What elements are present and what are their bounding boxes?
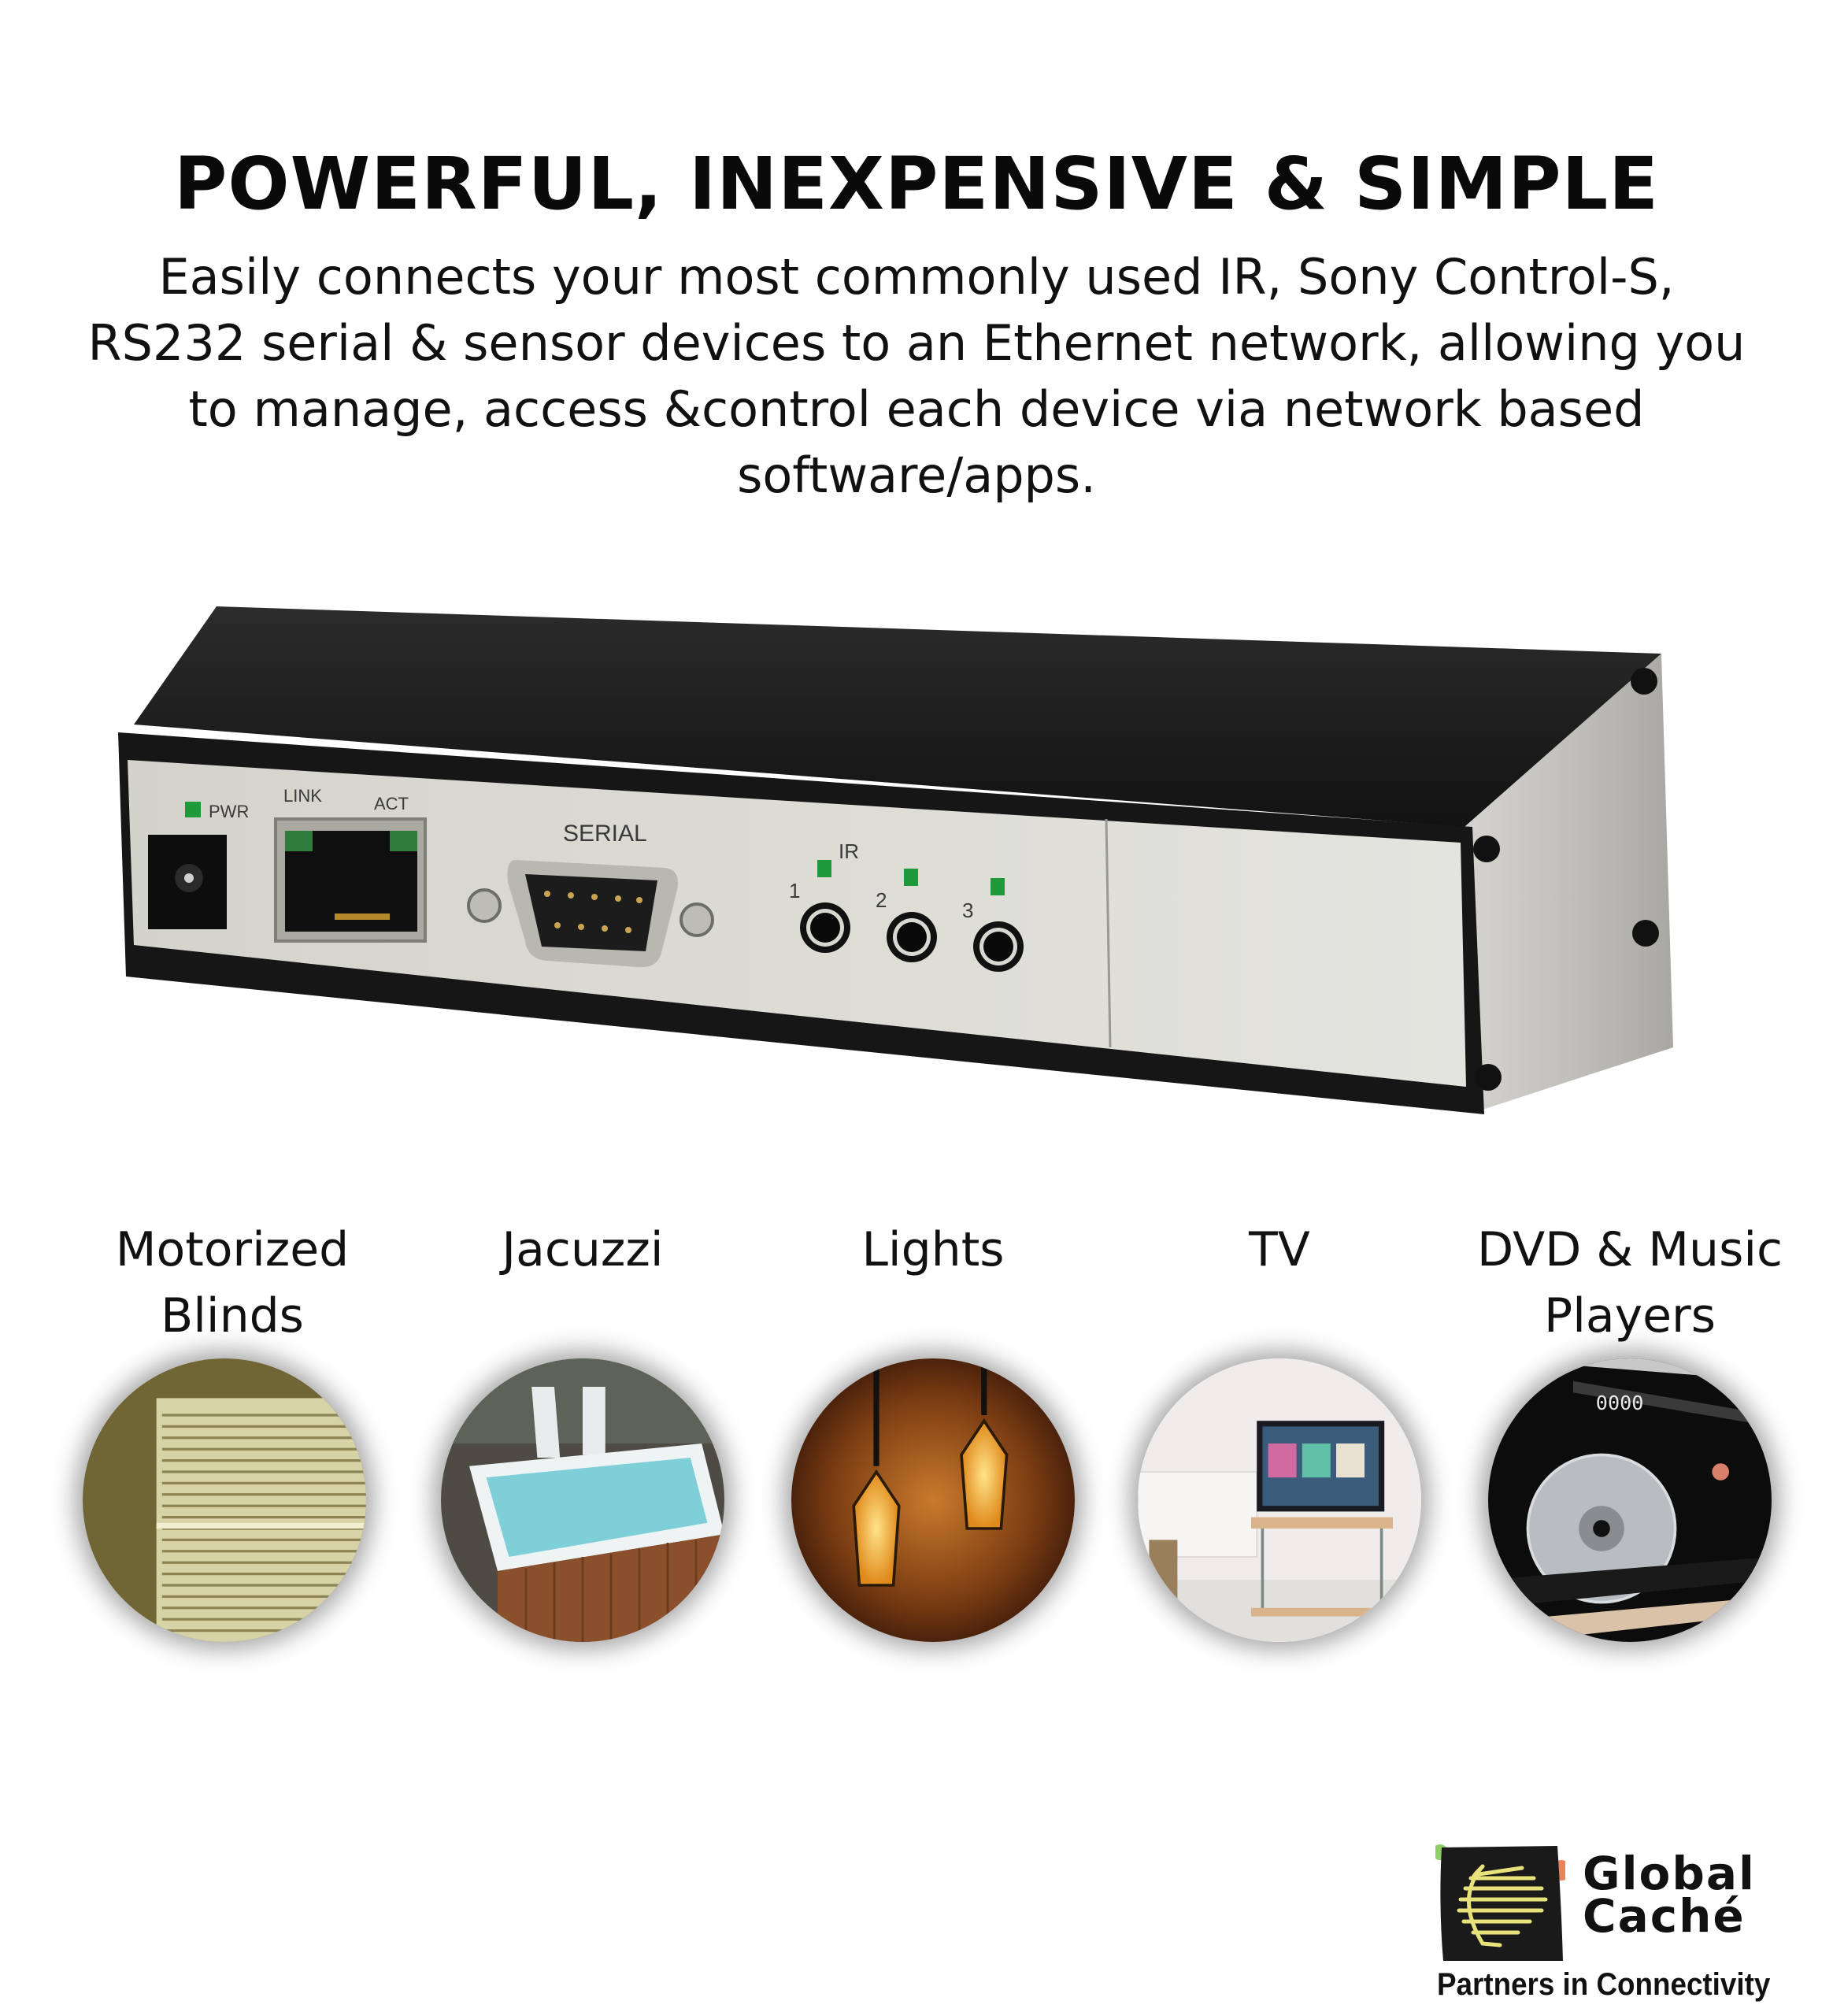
- category-label: Jacuzzi: [502, 1222, 664, 1277]
- category-label: TV: [1249, 1222, 1310, 1277]
- page-headline: POWERFUL, INEXPENSIVE & SIMPLE: [174, 142, 1659, 226]
- svg-text:PWR: PWR: [209, 802, 249, 821]
- category-label: Lights: [861, 1222, 1005, 1277]
- category-tv: TV: [1114, 1217, 1445, 1642]
- category-label: DVD & Music Players: [1476, 1222, 1783, 1343]
- living-room-tv-image: [1138, 1358, 1421, 1642]
- hot-tub-image: [441, 1358, 724, 1642]
- use-case-categories: Motorized Blinds Jacuz: [0, 1217, 1833, 1689]
- svg-text:ACT: ACT: [374, 794, 409, 813]
- disc-player-image: 0000: [1488, 1358, 1772, 1642]
- description-line: software/apps.: [737, 447, 1096, 504]
- globe-logo-icon: [1432, 1843, 1572, 1965]
- description-line: Easily connects your most commonly used …: [158, 248, 1675, 306]
- logo-tagline: Partners in Connectivity: [1437, 1967, 1771, 2002]
- svg-text:SERIAL: SERIAL: [563, 821, 647, 847]
- description-line: to manage, access &control each device v…: [188, 380, 1645, 438]
- svg-text:3: 3: [962, 899, 973, 922]
- category-dvd-music-players: DVD & Music Players 0000: [1465, 1217, 1795, 1642]
- category-motorized-blinds: Motorized Blinds: [67, 1217, 398, 1642]
- svg-text:1: 1: [789, 879, 800, 902]
- power-led: [185, 802, 201, 817]
- svg-text:2: 2: [876, 888, 887, 912]
- category-label: Motorized Blinds: [115, 1222, 350, 1343]
- svg-text:IR: IR: [839, 839, 859, 863]
- product-description: Easily connects your most commonly used …: [63, 244, 1770, 509]
- logo-brand-name: Global Caché: [1583, 1847, 1756, 1943]
- svg-text:LINK: LINK: [283, 786, 322, 806]
- product-device-image: PWR LINK ACT SERIAL IR 1 2 3: [110, 606, 1685, 1126]
- window-blinds-image: [83, 1358, 366, 1642]
- svg-text:0000: 0000: [1596, 1392, 1644, 1414]
- pendant-lights-image: [791, 1358, 1075, 1642]
- category-lights: Lights: [768, 1217, 1098, 1642]
- global-cache-logo: Global Caché Partners in Connectivity: [1429, 1835, 1807, 2008]
- description-line: RS232 serial & sensor devices to an Ethe…: [87, 314, 1746, 372]
- category-jacuzzi: Jacuzzi: [417, 1217, 748, 1642]
